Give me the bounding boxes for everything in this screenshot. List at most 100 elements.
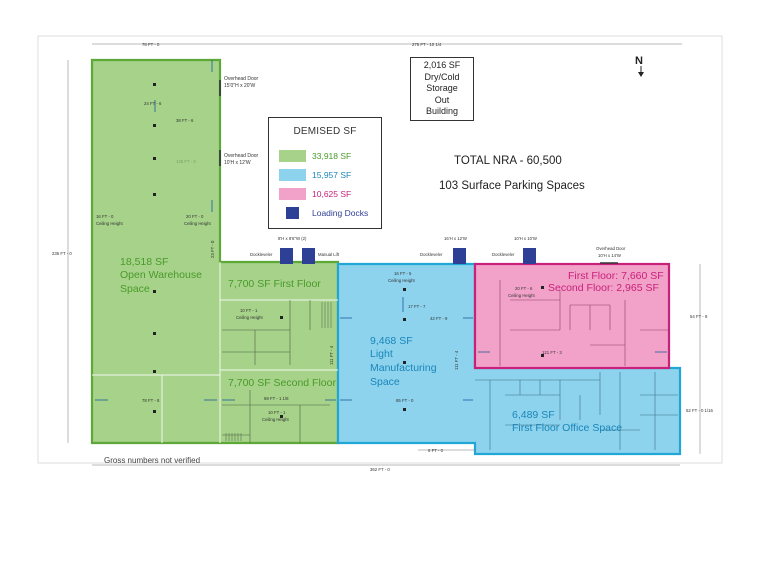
legend-label-blue: 15,957 SF bbox=[312, 170, 352, 180]
dim-126: 126 FT - 0 bbox=[176, 159, 196, 164]
legend-label-pink: 10,625 SF bbox=[312, 189, 352, 199]
legend: DEMISED SF 33,918 SF 15,957 SF 10,625 SF… bbox=[268, 117, 382, 229]
pink-second-floor: Second Floor: 2,965 SF bbox=[548, 282, 659, 294]
pink-office-area bbox=[473, 262, 671, 370]
green-second-floor: 7,700 SF Second Floor bbox=[228, 377, 336, 389]
ceiling-left-a: 16 FT - 0 bbox=[96, 214, 114, 219]
footnote: Gross numbers not verified bbox=[104, 456, 201, 465]
legend-swatch-docks bbox=[286, 207, 299, 219]
overhead-door-1-a: Overhead Door bbox=[224, 76, 259, 82]
green-area-name2: Space bbox=[120, 283, 150, 295]
overhead-door-2-a: Overhead Door bbox=[224, 153, 259, 159]
storage-line-2: Dry/Cold bbox=[424, 71, 460, 82]
blue-area-name3: Space bbox=[370, 376, 400, 388]
overhead-door-3-b: 10'H x 14'W bbox=[598, 253, 622, 258]
loading-dock-3 bbox=[453, 248, 466, 264]
dim-111b: 111 FT - 4 bbox=[454, 350, 459, 370]
dim-69: 69 FT - 1 1/8 bbox=[264, 396, 289, 401]
ceiling-right-a: 20 FT - 0 bbox=[186, 214, 204, 219]
upper-ceiling-a: 10 FT - 1 bbox=[268, 410, 286, 415]
pink-ceiling-a: 20 FT - 6 bbox=[515, 286, 533, 291]
north-label: N bbox=[635, 55, 643, 67]
legend-swatch-green bbox=[279, 150, 306, 162]
blue-area-name1: Light bbox=[370, 348, 393, 360]
pink-office-walls bbox=[499, 280, 668, 366]
blue-area-total: 9,468 SF bbox=[370, 335, 413, 347]
office-ceiling-a: 10 FT - 1 bbox=[240, 308, 258, 313]
legend-label-green: 33,918 SF bbox=[312, 151, 352, 161]
overhead-door-2-b: 10'H x 12'W bbox=[224, 160, 251, 166]
storage-building-box: 2,016 SF Dry/Cold Storage Out Building bbox=[410, 57, 474, 121]
dim-17: 17 FT - 7 bbox=[408, 304, 426, 309]
blue-ceiling-a: 16 FT - 5 bbox=[394, 271, 412, 276]
loading-dock-1 bbox=[280, 248, 293, 264]
dock-3-size: 10'H x 10'W bbox=[514, 236, 538, 241]
parking-spaces: 103 Surface Parking Spaces bbox=[439, 180, 585, 192]
dock-1-size: 8'H x 8'6"W (2) bbox=[278, 236, 307, 241]
dim-top-right: 275 FT - 10 1/4 bbox=[412, 42, 442, 47]
ceiling-left-b: Ceiling Height bbox=[96, 221, 124, 226]
sheet-border bbox=[37, 35, 723, 464]
upper-ceiling-b: Ceiling Height bbox=[262, 417, 290, 422]
storage-line-3: Storage bbox=[426, 83, 458, 93]
dim-85: 85 FT - 0 bbox=[396, 398, 414, 403]
north-arrowhead-icon bbox=[638, 72, 644, 77]
total-nra: TOTAL NRA - 60,500 bbox=[454, 155, 562, 167]
blue-office-name: First Floor Office Space bbox=[512, 422, 622, 434]
green-warehouse-area bbox=[90, 58, 340, 445]
overhead-door-1-b: 15'0"H x 20'W bbox=[224, 83, 255, 89]
column-markers bbox=[153, 83, 544, 418]
dim-right-upper: 54 FT - 8 bbox=[690, 314, 708, 319]
green-office-walls bbox=[222, 300, 330, 443]
legend-row-docks: Loading Docks bbox=[279, 207, 368, 219]
green-interior-walls bbox=[92, 262, 338, 443]
legend-row-blue: 15,957 SF bbox=[279, 169, 351, 181]
dim-78b: 78 FT - 8 bbox=[142, 398, 160, 403]
dockleveler-2: Dockleveler bbox=[420, 252, 443, 257]
green-first-floor: 7,700 SF First Floor bbox=[228, 278, 321, 290]
blue-ceiling-b: Ceiling Height bbox=[388, 278, 416, 283]
dim-bottom-mid: 6 FT - 0 bbox=[428, 448, 444, 453]
dockleveler-1: Dockleveler bbox=[250, 252, 273, 257]
blue-office-area: 6,489 SF bbox=[512, 409, 555, 421]
dim-bottom: 362 FT - 0 bbox=[370, 467, 390, 472]
legend-swatch-pink bbox=[279, 188, 306, 200]
blue-office-walls bbox=[475, 372, 678, 450]
dim-vert-23: 23 FT - 0 bbox=[210, 240, 215, 258]
dockleveler-3: Dockleveler bbox=[492, 252, 515, 257]
overhead-door-3-a: Overhead Door bbox=[596, 246, 626, 251]
legend-label-docks: Loading Docks bbox=[312, 208, 369, 218]
storage-line-1: 2,016 SF bbox=[423, 60, 461, 70]
loading-dock-markers bbox=[280, 248, 536, 264]
green-area-name1: Open Warehouse bbox=[120, 269, 202, 281]
blue-area-name2: Manufacturing bbox=[370, 362, 437, 374]
dim-121: 121 FT - 3 bbox=[542, 350, 562, 355]
storage-line-4: Out bbox=[434, 94, 450, 105]
dimension-lines bbox=[67, 43, 701, 466]
stair-hatching bbox=[225, 302, 332, 441]
ceiling-right-b: Ceiling Height bbox=[184, 221, 212, 226]
dim-top-left: 78 FT - 0 bbox=[142, 42, 160, 47]
overhead-door-markers bbox=[219, 80, 618, 264]
office-ceiling-b: Ceiling Height bbox=[236, 315, 264, 320]
dimension-arrows bbox=[95, 60, 667, 401]
legend-title: DEMISED SF bbox=[293, 126, 357, 137]
green-area-total: 18,518 SF bbox=[120, 256, 168, 268]
dim-111a: 111 FT - 4 bbox=[329, 345, 334, 365]
pink-first-floor: First Floor: 7,660 SF bbox=[568, 270, 664, 282]
legend-row-green: 33,918 SF bbox=[279, 150, 351, 162]
dim-38: 38 FT - 6 bbox=[176, 118, 194, 123]
storage-line-5: Building bbox=[425, 106, 459, 116]
legend-row-pink: 10,625 SF bbox=[279, 188, 351, 200]
legend-swatch-blue bbox=[279, 169, 306, 181]
loading-dock-4 bbox=[523, 248, 536, 264]
pink-ceiling-b: Ceiling Height bbox=[508, 293, 536, 298]
dim-24: 24 FT - 6 bbox=[144, 101, 162, 106]
dock-2-size: 16'H x 12'W bbox=[444, 236, 468, 241]
dim-42: 42 FT - 9 bbox=[430, 316, 448, 321]
loading-dock-2 bbox=[302, 248, 315, 264]
dim-right-lower: 52 FT - 0 1/16 bbox=[686, 408, 714, 413]
manual-lift: Manual Lift bbox=[318, 252, 340, 257]
dim-left-height: 236 FT - 0 bbox=[52, 251, 72, 256]
